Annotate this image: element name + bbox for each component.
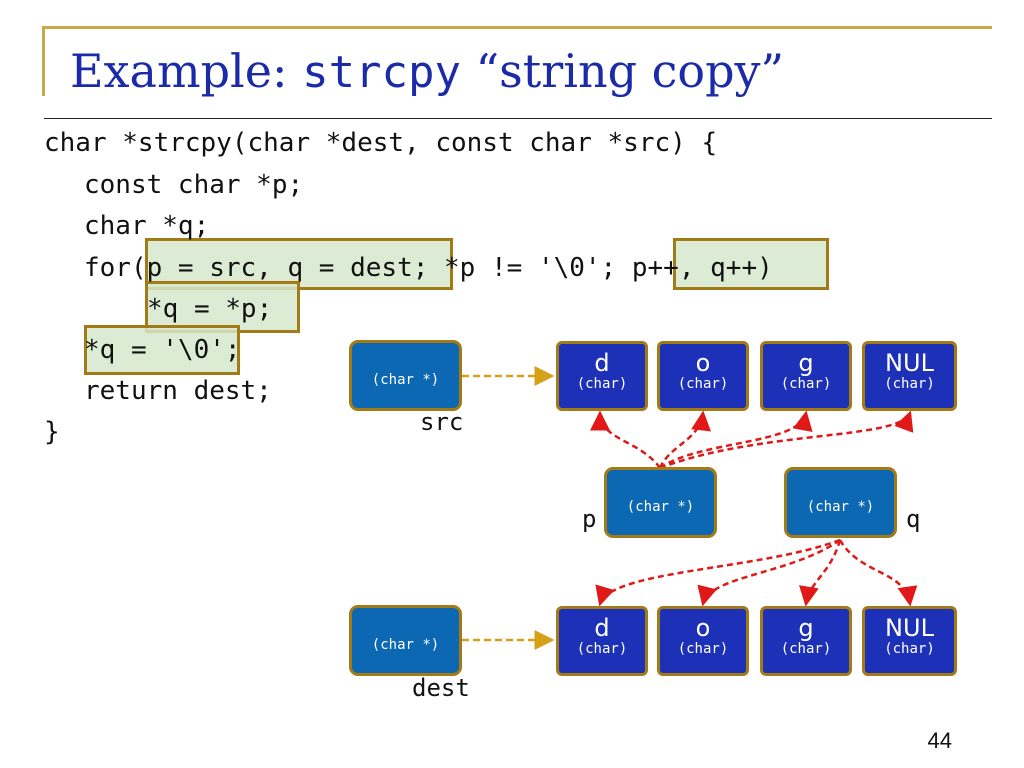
- code-line-4: for(p = src, q = dest; *p != '\0'; p++, …: [84, 253, 773, 283]
- dest-cell-2: g (char): [760, 606, 852, 676]
- dest-cell-0: d (char): [556, 606, 648, 676]
- p-label: p: [582, 505, 597, 533]
- src-cell-2-type: (char): [780, 376, 832, 392]
- code-line-8: }: [44, 417, 60, 447]
- code-line-2: const char *p;: [84, 170, 304, 200]
- p-pointer-type: (char *): [626, 499, 695, 515]
- p-to-src-2-arrow: [659, 410, 813, 470]
- dest-pointer-type: (char *): [371, 637, 440, 653]
- dest-cell-1-type: (char): [677, 641, 729, 657]
- dest-cell-0-char: d: [594, 614, 610, 642]
- highlight-loop-body: [145, 281, 300, 333]
- frame-left-line: [42, 26, 45, 96]
- code-line-6: *q = '\0';: [84, 335, 241, 365]
- src-cell-1-char: o: [695, 349, 711, 377]
- src-cell-3: NUL (char): [862, 341, 957, 411]
- p-to-src-3-arrow: [659, 410, 914, 470]
- src-cell-0-type: (char): [576, 376, 628, 392]
- src-cell-0-char: d: [594, 349, 610, 377]
- code-line-3: char *q;: [84, 211, 210, 241]
- code-line-5: *q = *p;: [147, 294, 273, 324]
- dest-cell-3: NUL (char): [862, 606, 957, 676]
- dest-cell-1: o (char): [657, 606, 749, 676]
- src-pointer-box: (char *): [349, 340, 462, 411]
- highlight-increment: [673, 238, 829, 290]
- src-label: src: [420, 408, 464, 436]
- q-label: q: [906, 505, 921, 533]
- q-pointer-box: (char *): [784, 467, 897, 538]
- title-prefix: Example:: [70, 44, 303, 98]
- slide-title: Example: strcpy “string copy”: [70, 44, 784, 98]
- p-pointer-box: (char *): [604, 467, 717, 538]
- src-cell-1-type: (char): [677, 376, 729, 392]
- highlight-terminator: [84, 325, 240, 375]
- dest-pointer-box: (char *): [349, 605, 462, 676]
- page-number: 44: [927, 728, 952, 753]
- dest-label: dest: [412, 674, 470, 702]
- src-pointer-type: (char *): [371, 372, 440, 388]
- src-cell-2: g (char): [760, 341, 852, 411]
- p-to-src-0-arrow: [590, 410, 662, 469]
- dest-cell-2-type: (char): [780, 641, 832, 657]
- src-cell-1: o (char): [657, 341, 749, 411]
- src-cell-2-char: g: [798, 349, 814, 377]
- dest-cell-2-char: g: [798, 614, 814, 642]
- dest-cell-3-char: NUL: [885, 614, 934, 642]
- src-cell-3-char: NUL: [885, 349, 934, 377]
- title-suffix: “string copy”: [461, 44, 785, 98]
- dest-cell-3-type: (char): [884, 641, 935, 657]
- p-to-src-1-arrow: [658, 410, 711, 469]
- dest-cell-1-char: o: [695, 614, 711, 642]
- q-to-dest-0-arrow: [595, 538, 841, 607]
- title-function-name: strcpy: [302, 47, 462, 98]
- q-to-dest-3-arrow: [838, 539, 918, 607]
- title-rule: [44, 118, 992, 119]
- q-pointer-type: (char *): [806, 499, 875, 515]
- code-line-1: char *strcpy(char *dest, const char *src…: [44, 128, 718, 158]
- frame-top-line: [42, 26, 992, 29]
- src-cell-3-type: (char): [884, 376, 935, 392]
- code-line-7: return dest;: [84, 376, 272, 406]
- dest-cell-0-type: (char): [576, 641, 628, 657]
- q-to-dest-2-arrow: [799, 539, 842, 607]
- q-to-dest-1-arrow: [697, 538, 841, 607]
- src-cell-0: d (char): [556, 341, 648, 411]
